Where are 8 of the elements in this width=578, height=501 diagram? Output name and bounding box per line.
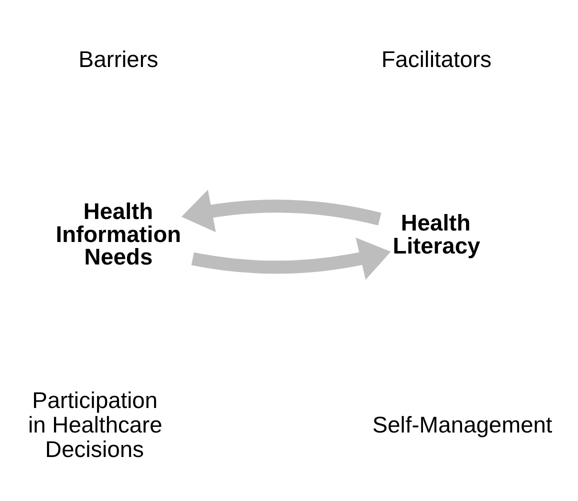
label: Participation in Healthcare Decisions: [28, 386, 162, 462]
label: Facilitators: [381, 46, 492, 72]
node-text: Health Information Needs: [56, 198, 182, 270]
node-text: Health Literacy: [392, 209, 480, 258]
label: Barriers: [78, 46, 158, 72]
arrow: [191, 238, 391, 280]
label: Self-Management: [372, 411, 552, 438]
arrow: [182, 190, 382, 232]
